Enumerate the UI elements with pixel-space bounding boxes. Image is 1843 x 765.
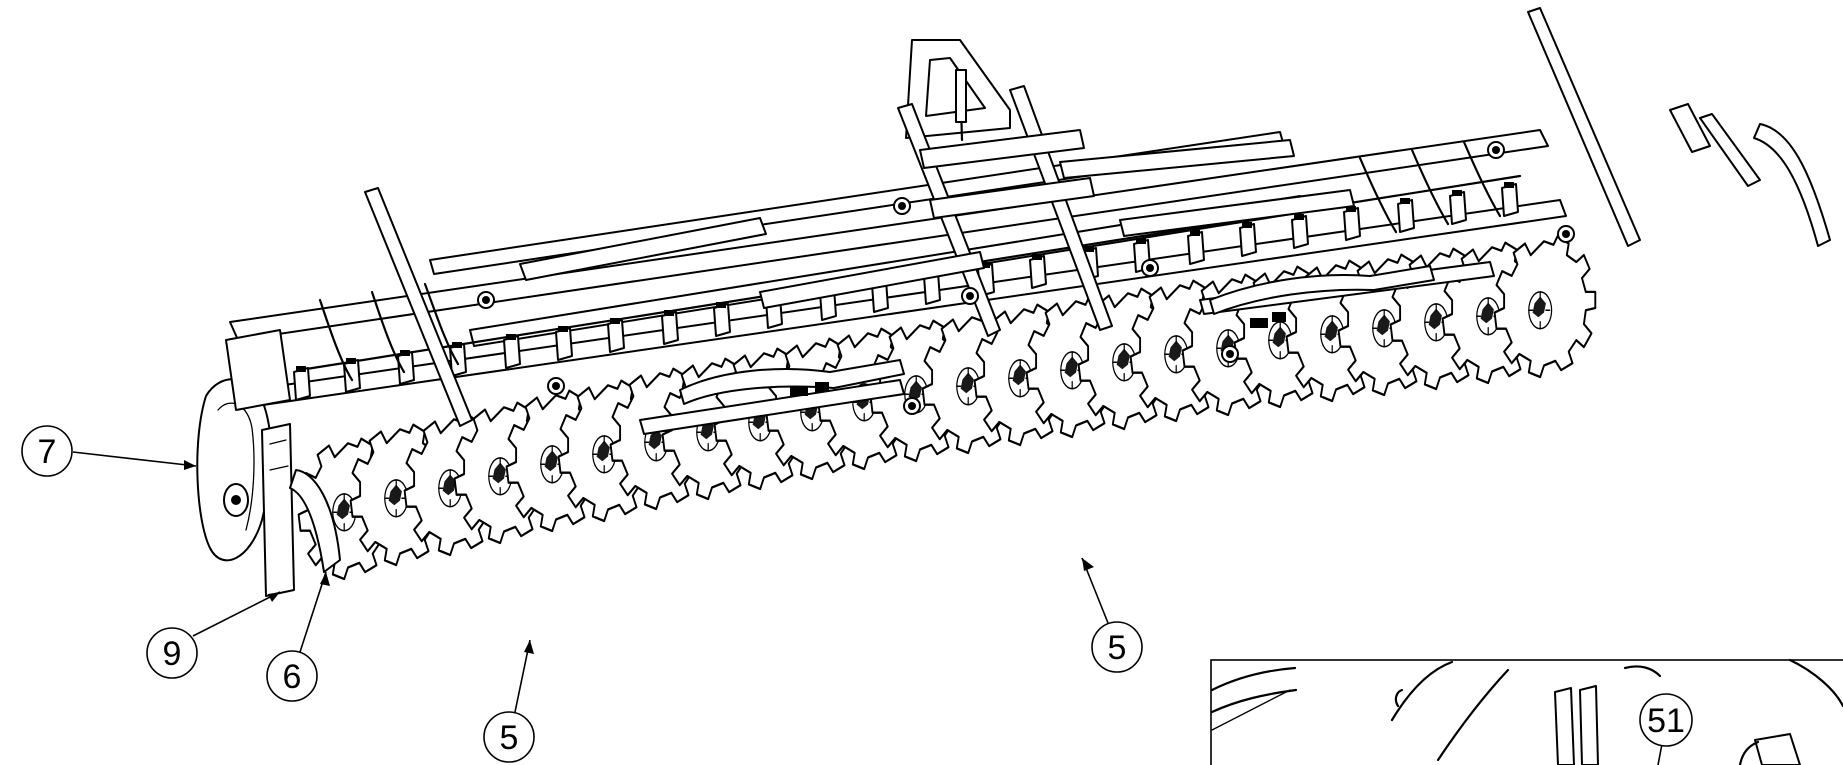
callout-5-left: 5 xyxy=(483,639,535,763)
callout-7: 7 xyxy=(21,425,197,477)
left-end-assembly xyxy=(196,329,341,597)
callout-label: 5 xyxy=(1108,629,1127,667)
callout-label: 51 xyxy=(1647,702,1685,740)
callout-9: 9 xyxy=(146,591,281,679)
callout-6: 6 xyxy=(266,571,330,702)
callout-51: 51 xyxy=(1639,693,1693,765)
pivot-pins xyxy=(477,141,1575,415)
callout-label: 9 xyxy=(163,635,182,673)
callout-5-right: 5 xyxy=(1081,557,1143,673)
callout-label: 6 xyxy=(283,658,302,696)
callout-label: 5 xyxy=(500,719,519,757)
callout-label: 7 xyxy=(38,433,57,471)
detail-inset: 51 xyxy=(1210,658,1843,765)
main-frame xyxy=(229,7,1831,435)
